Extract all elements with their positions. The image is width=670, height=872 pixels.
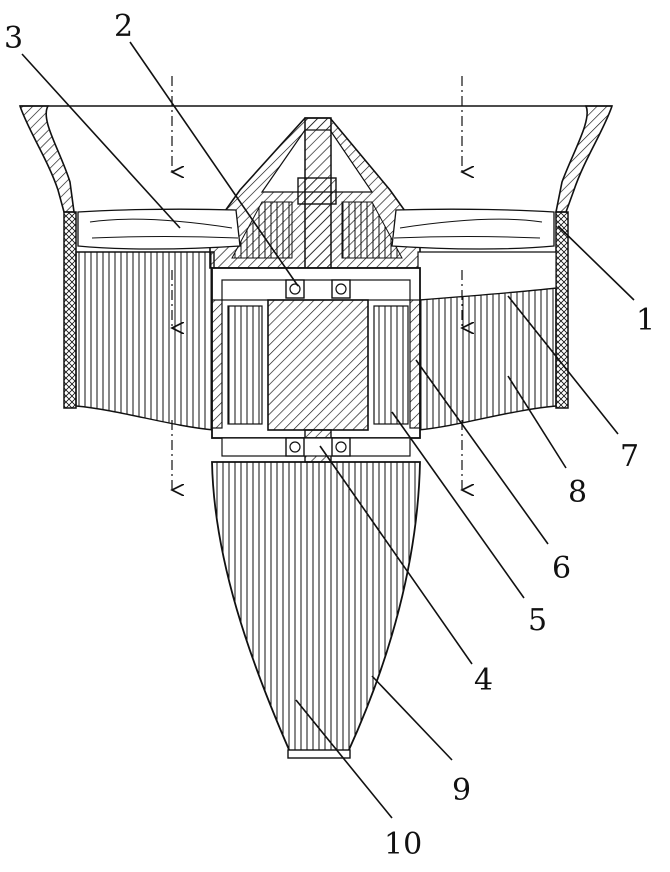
guide-vane-block-right xyxy=(417,287,557,431)
tail-cone-tip xyxy=(287,749,351,759)
leader-lines xyxy=(21,41,635,819)
lower-bearing-ball-left xyxy=(289,441,301,453)
tail-cone xyxy=(211,461,421,753)
leader-line-7 xyxy=(507,295,619,435)
lower-bearing-ball-right xyxy=(335,441,347,453)
upper-bearing-right xyxy=(331,279,351,299)
callout-7: 7 xyxy=(620,439,639,474)
motor-housing-left-wall xyxy=(211,299,223,429)
inlet-flare-left xyxy=(18,105,75,213)
leader-line-10 xyxy=(295,699,393,819)
callout-3: 3 xyxy=(4,21,23,56)
hub-blade-cavity-right xyxy=(341,201,403,259)
stator-left xyxy=(227,305,263,425)
impeller-blade-left-detail xyxy=(89,218,239,239)
leader-line-9 xyxy=(371,675,453,761)
guide-vane-block-left xyxy=(75,251,215,431)
impeller-blade-left xyxy=(77,208,241,250)
impeller-blade-right xyxy=(391,208,555,250)
motor-housing-right-wall xyxy=(409,299,421,429)
callout-8: 8 xyxy=(568,475,587,510)
callout-10: 10 xyxy=(384,827,422,862)
lower-bearing-right xyxy=(331,437,351,457)
leader-line-2 xyxy=(129,41,299,287)
guide-vane-top-edge-right xyxy=(417,251,557,301)
motor-shaft xyxy=(304,117,332,289)
outer-casing-right-wall xyxy=(555,211,569,409)
outer-casing-left-wall xyxy=(63,211,77,409)
callout-2: 2 xyxy=(114,9,133,44)
leader-line-8 xyxy=(507,375,567,469)
callout-9: 9 xyxy=(452,773,471,808)
callout-6: 6 xyxy=(552,551,571,586)
lower-end-cap xyxy=(221,437,411,457)
upper-bearing-ball-left xyxy=(289,283,301,295)
callout-1: 1 xyxy=(636,303,655,338)
flow-arrows xyxy=(172,76,462,490)
leader-line-4 xyxy=(319,445,473,665)
rotor xyxy=(267,299,369,431)
impeller-blade-right-detail xyxy=(393,218,543,239)
hub-blade-cavity-left xyxy=(231,201,293,259)
leader-line-3 xyxy=(21,53,181,229)
upper-end-cap xyxy=(221,279,411,301)
inlet-flare-right xyxy=(555,105,614,213)
upper-bearing-ball-right xyxy=(335,283,347,295)
leader-line-6 xyxy=(415,359,549,545)
leader-line-5 xyxy=(391,411,525,599)
callout-5: 5 xyxy=(528,603,547,638)
lower-bearing-left xyxy=(285,437,305,457)
stator-right xyxy=(373,305,409,425)
upper-bearing-left xyxy=(285,279,305,299)
leader-line-1 xyxy=(557,225,635,301)
callout-4: 4 xyxy=(474,663,493,698)
